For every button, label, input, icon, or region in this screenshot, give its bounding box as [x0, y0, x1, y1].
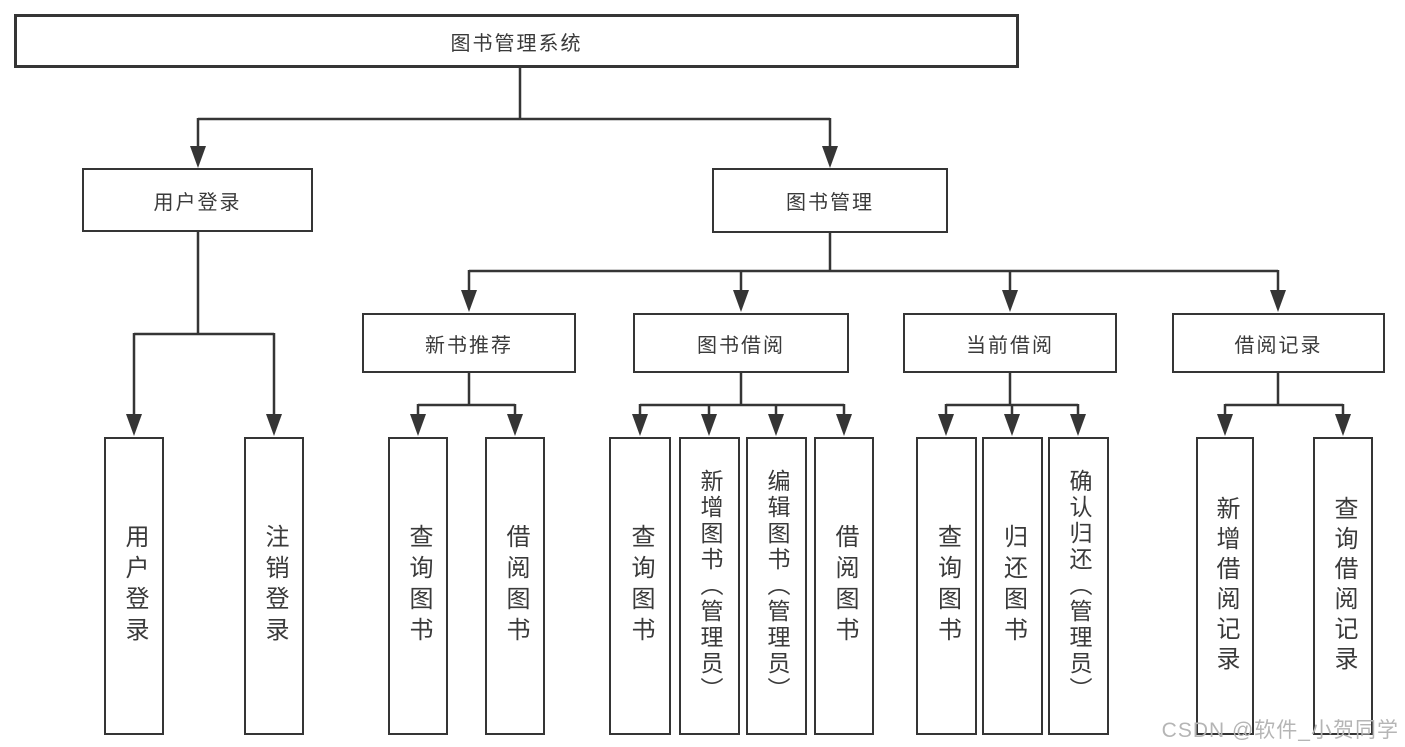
node-book-borrowing: 图书借阅: [633, 313, 849, 373]
node-leaf-add-borrow-record-label: 新增借阅记录: [1212, 496, 1239, 676]
node-leaf-logout-label: 注销登录: [261, 524, 288, 648]
node-leaf-query-books-recommend: 查询图书: [388, 437, 448, 735]
node-user-login: 用户登录: [82, 168, 313, 232]
node-leaf-confirm-return-admin: 确认归还（管理员）: [1048, 437, 1109, 735]
node-current-borrowing: 当前借阅: [903, 313, 1117, 373]
node-leaf-borrow-books-recommend: 借阅图书: [485, 437, 545, 735]
node-leaf-logout: 注销登录: [244, 437, 304, 735]
node-current-borrowing-label: 当前借阅: [966, 334, 1054, 357]
node-leaf-query-books-borrow: 查询图书: [609, 437, 671, 735]
node-user-login-label: 用户登录: [153, 191, 242, 214]
node-leaf-borrow-books-borrow: 借阅图书: [814, 437, 874, 735]
node-new-book-recommendation: 新书推荐: [362, 313, 576, 373]
node-leaf-query-borrow-record: 查询借阅记录: [1313, 437, 1373, 735]
node-borrowing-records-label: 借阅记录: [1234, 334, 1323, 357]
node-leaf-query-borrow-record-label: 查询借阅记录: [1330, 496, 1357, 676]
node-leaf-query-books-current-label: 查询图书: [933, 524, 961, 648]
node-root-label: 图书管理系统: [450, 32, 583, 55]
node-leaf-borrow-books-recommend-label: 借阅图书: [502, 524, 529, 648]
node-leaf-add-book-admin: 新增图书（管理员）: [679, 437, 740, 735]
node-root: 图书管理系统: [14, 14, 1019, 68]
node-new-book-recommendation-label: 新书推荐: [425, 334, 513, 357]
node-leaf-return-book-label: 归还图书: [999, 524, 1027, 648]
node-leaf-query-books-recommend-label: 查询图书: [405, 524, 432, 648]
node-leaf-user-login: 用户登录: [104, 437, 164, 735]
node-leaf-add-borrow-record: 新增借阅记录: [1196, 437, 1254, 735]
node-borrowing-records: 借阅记录: [1172, 313, 1385, 373]
node-book-management: 图书管理: [712, 168, 948, 233]
node-book-borrowing-label: 图书借阅: [697, 334, 785, 357]
node-leaf-confirm-return-admin-label: 确认归还（管理员）: [1066, 469, 1092, 703]
node-leaf-edit-book-admin-label: 编辑图书（管理员）: [764, 469, 790, 703]
node-leaf-query-books-borrow-label: 查询图书: [627, 524, 654, 648]
node-leaf-edit-book-admin: 编辑图书（管理员）: [746, 437, 807, 735]
node-leaf-user-login-label: 用户登录: [121, 524, 148, 648]
node-leaf-borrow-books-borrow-label: 借阅图书: [831, 524, 858, 648]
node-leaf-query-books-current: 查询图书: [916, 437, 977, 735]
node-leaf-add-book-admin-label: 新增图书（管理员）: [697, 469, 723, 703]
node-book-management-label: 图书管理: [786, 192, 874, 214]
node-leaf-return-book: 归还图书: [982, 437, 1043, 735]
watermark: CSDN @软件_小贺同学: [1161, 719, 1399, 742]
